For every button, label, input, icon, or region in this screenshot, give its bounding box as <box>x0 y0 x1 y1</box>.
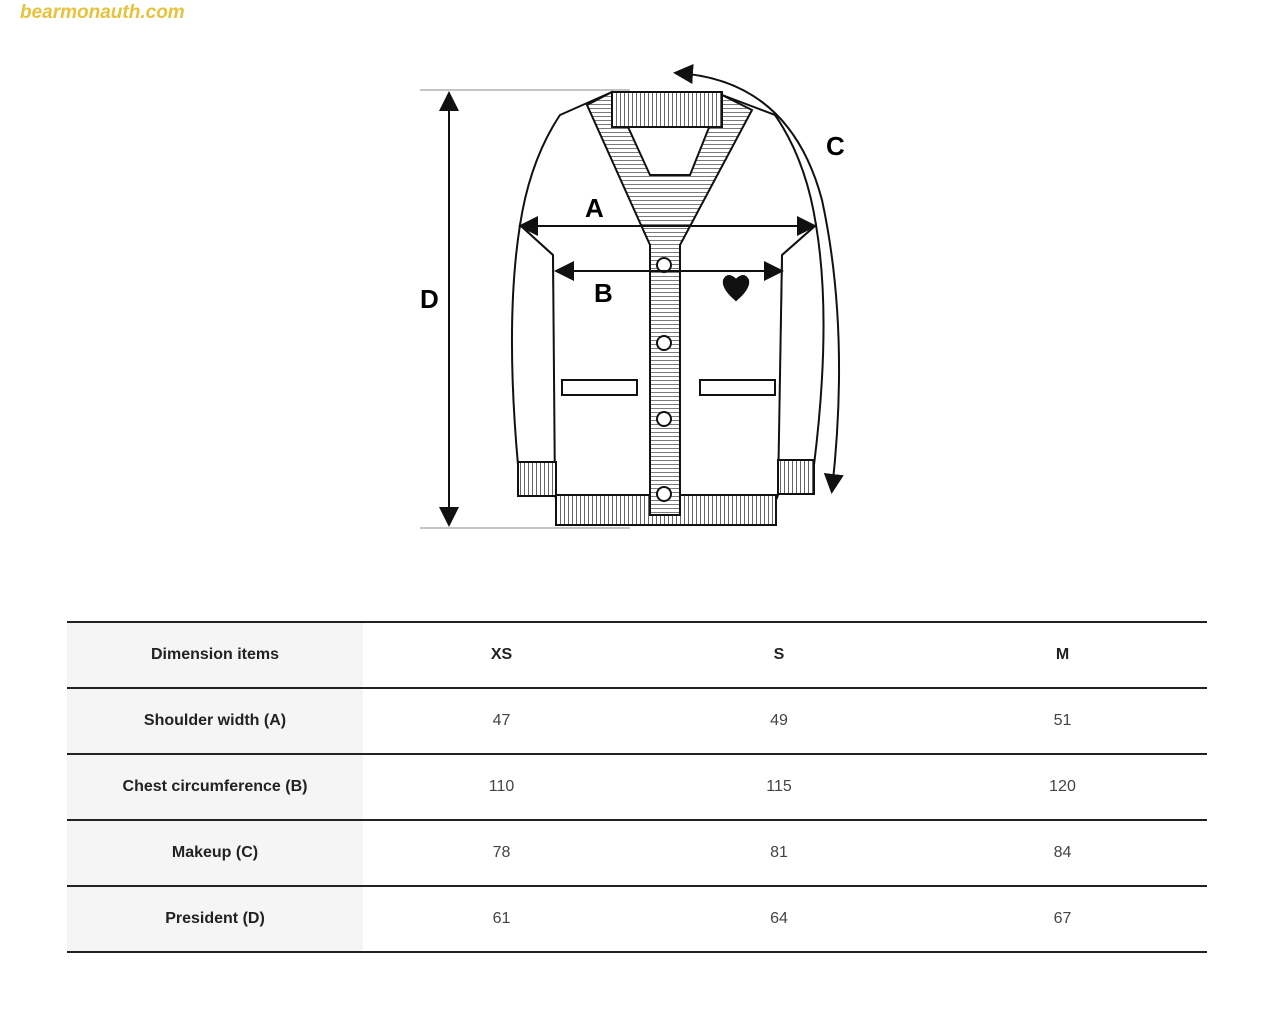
label-b: B <box>594 278 613 308</box>
cell: 120 <box>918 753 1207 821</box>
table-row: Chest circumference (B) 110 115 120 <box>67 753 1207 821</box>
cardigan-illustration <box>510 90 825 526</box>
measurement-guides <box>420 64 844 529</box>
watermark: bearmonauth.com <box>20 2 185 23</box>
cardigan-diagram: A B C D <box>420 64 845 529</box>
cell: 47 <box>363 687 640 755</box>
size-table: Dimension items XS S M Shoulder width (A… <box>67 621 1207 953</box>
cell: 84 <box>918 819 1207 887</box>
cell: 51 <box>918 687 1207 755</box>
header-cell: Dimension items <box>67 621 363 689</box>
cell: 115 <box>640 753 918 821</box>
cell: 110 <box>363 753 640 821</box>
table-header-row: Dimension items XS S M <box>67 621 1207 689</box>
table-row: Shoulder width (A) 47 49 51 <box>67 687 1207 755</box>
cell: 49 <box>640 687 918 755</box>
label-d: D <box>420 284 439 314</box>
header-cell: M <box>918 621 1207 689</box>
label-c: C <box>826 131 845 161</box>
label-a: A <box>585 193 604 223</box>
cell: 78 <box>363 819 640 887</box>
row-label: Makeup (C) <box>67 819 363 887</box>
cell: 81 <box>640 819 918 887</box>
row-label: Shoulder width (A) <box>67 687 363 755</box>
header-cell: S <box>640 621 918 689</box>
header-cell: XS <box>363 621 640 689</box>
row-label: President (D) <box>67 885 363 953</box>
cell: 64 <box>640 885 918 953</box>
cell: 61 <box>363 885 640 953</box>
row-label: Chest circumference (B) <box>67 753 363 821</box>
cell: 67 <box>918 885 1207 953</box>
table-row: President (D) 61 64 67 <box>67 885 1207 953</box>
table-row: Makeup (C) 78 81 84 <box>67 819 1207 887</box>
